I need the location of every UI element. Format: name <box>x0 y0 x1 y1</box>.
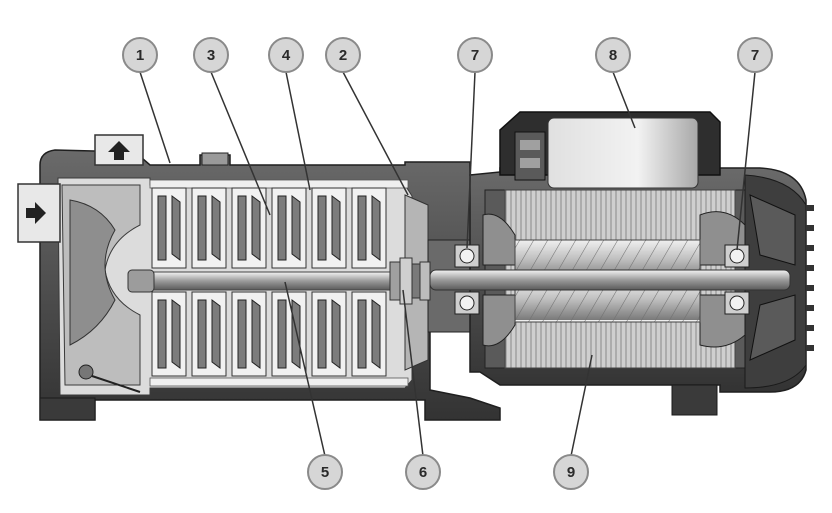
diffuser-4-upper <box>271 187 307 269</box>
terminal-block <box>514 131 546 181</box>
diffuser-6-lower <box>351 291 387 377</box>
shaft-sleeve-nut <box>127 269 155 293</box>
leader-7a <box>466 71 476 249</box>
impeller-6-lower <box>357 299 381 369</box>
diffuser-3-lower <box>231 291 267 377</box>
motor-shaft <box>429 269 791 291</box>
pump-stages <box>151 187 387 377</box>
callout-circle <box>193 37 229 73</box>
diffuser-5-lower <box>311 291 347 377</box>
leader-7b <box>736 71 756 251</box>
diffuser-6-upper <box>351 187 387 269</box>
impeller-2-lower <box>197 299 221 369</box>
callout-c7b: 7 <box>737 37 773 73</box>
impeller-5-lower <box>317 299 341 369</box>
diffuser-4-lower <box>271 291 307 377</box>
diffuser-1-upper <box>151 187 187 269</box>
impeller-2-upper <box>197 195 221 261</box>
callout-c7a: 7 <box>457 37 493 73</box>
callout-circle <box>457 37 493 73</box>
diffuser-5-upper <box>311 187 347 269</box>
callout-c3: 3 <box>193 37 229 73</box>
impeller-4-upper <box>277 195 301 261</box>
diffuser-2-lower <box>191 291 227 377</box>
callout-label: 4 <box>282 47 291 64</box>
callout-c6: 6 <box>405 454 441 490</box>
callout-circle <box>405 454 441 490</box>
callout-c2: 2 <box>325 37 361 73</box>
callout-circle <box>737 37 773 73</box>
leader-1 <box>139 71 171 164</box>
callout-circle <box>122 37 158 73</box>
motor-body <box>429 111 814 416</box>
pump-shaft <box>127 271 429 291</box>
callout-circle <box>268 37 304 73</box>
callout-label: 5 <box>321 464 329 481</box>
callout-label: 1 <box>136 47 144 64</box>
mechanical-seal <box>389 257 431 305</box>
callout-label: 2 <box>339 47 347 64</box>
capacitor <box>547 117 699 189</box>
bearing-rear <box>724 244 750 315</box>
impeller-3-lower <box>237 299 261 369</box>
callout-circle <box>553 454 589 490</box>
callout-c5: 5 <box>307 454 343 490</box>
pump-shaft-assembly <box>127 257 431 305</box>
cooling-fan <box>749 194 796 361</box>
callout-c9: 9 <box>553 454 589 490</box>
impeller-6-upper <box>357 195 381 261</box>
callout-label: 7 <box>471 47 479 64</box>
drain-plug <box>78 364 94 380</box>
diffuser-1-lower <box>151 291 187 377</box>
impeller-1-upper <box>157 195 181 261</box>
impeller-3-upper <box>237 195 261 261</box>
diffuser-3-upper <box>231 187 267 269</box>
callout-label: 3 <box>207 47 215 64</box>
callout-circle <box>325 37 361 73</box>
leader-5 <box>284 281 326 457</box>
callout-c1: 1 <box>122 37 158 73</box>
callout-c8: 8 <box>595 37 631 73</box>
callout-label: 6 <box>419 464 427 481</box>
diffuser-2-upper <box>191 187 227 269</box>
leader-4 <box>285 71 311 191</box>
suction-volute <box>69 199 116 346</box>
motor-foot-right <box>671 384 718 416</box>
leader-lines <box>139 71 756 457</box>
leader-2 <box>342 71 409 196</box>
callout-circle <box>595 37 631 73</box>
callout-label: 8 <box>609 47 617 64</box>
callout-label: 9 <box>567 464 575 481</box>
impeller-1-lower <box>157 299 181 369</box>
callout-c4: 4 <box>268 37 304 73</box>
leader-8 <box>612 71 636 129</box>
callout-markers: 1 3 4 2 7 8 7 5 6 9 <box>122 37 773 490</box>
impeller-4-lower <box>277 299 301 369</box>
bearing-front <box>454 244 480 315</box>
flow-in-arrow-icon <box>26 202 46 224</box>
callout-circle <box>307 454 343 490</box>
pump-foot-left <box>39 397 96 421</box>
fan-cowl-ribs <box>806 205 814 351</box>
impeller-5-upper <box>317 195 341 261</box>
leader-3 <box>210 71 271 216</box>
leader-6 <box>402 289 424 457</box>
pump-sleeve <box>149 179 409 189</box>
priming-plug <box>201 152 229 166</box>
callout-label: 7 <box>751 47 759 64</box>
flow-out-arrow-icon <box>108 141 130 160</box>
leader-9 <box>570 354 593 457</box>
